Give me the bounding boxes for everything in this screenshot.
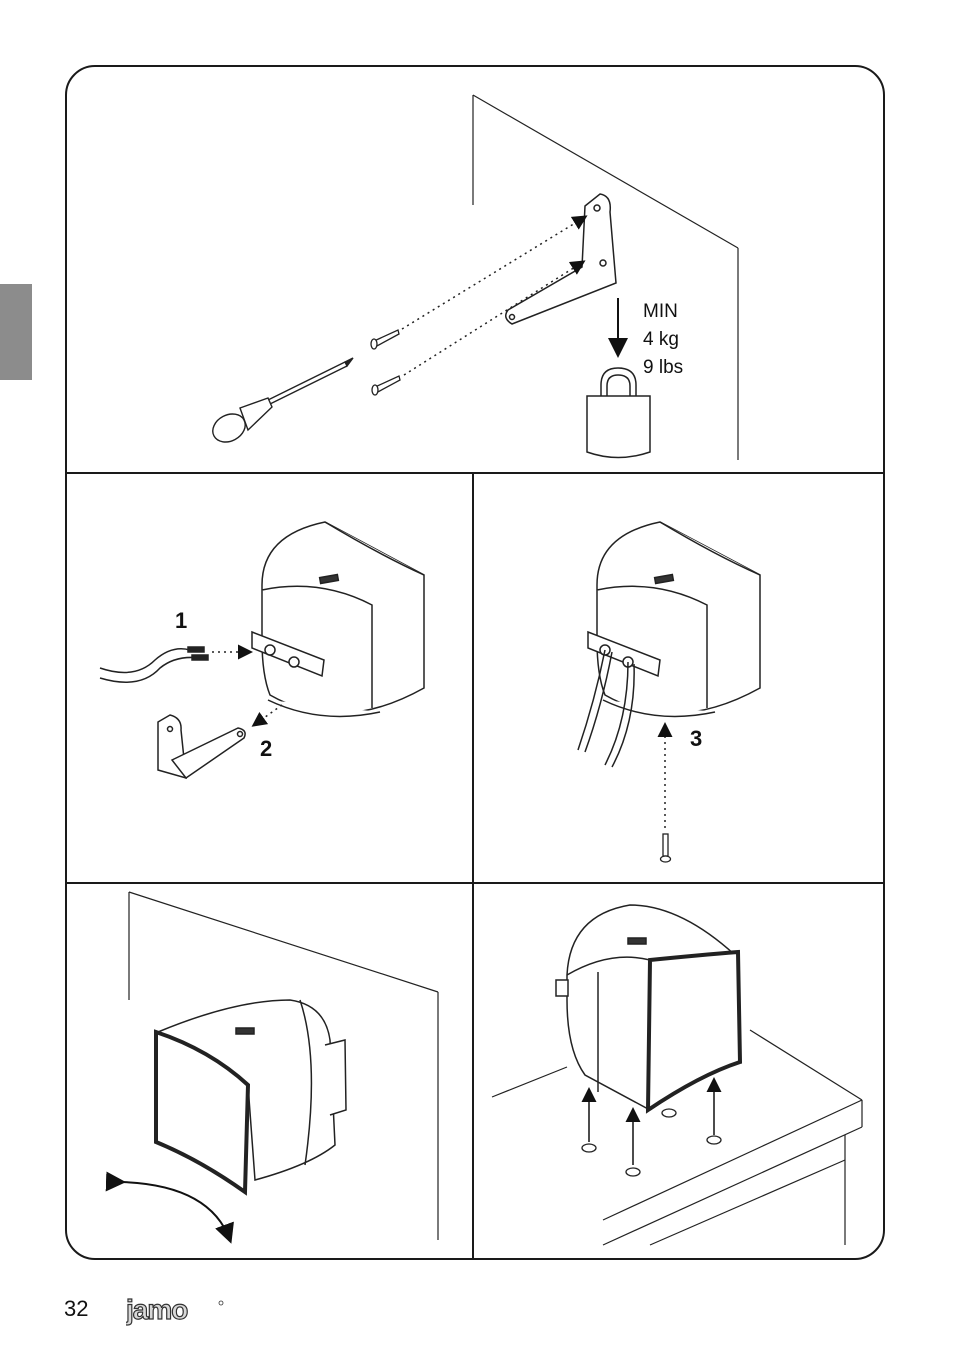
screw-icon: [661, 834, 671, 862]
screwdriver-icon: [208, 358, 353, 447]
weight-label-line: MIN: [643, 298, 683, 326]
speaker-cable: [100, 647, 208, 682]
tilt-arrow: [122, 1182, 230, 1240]
bracket-icon: [158, 715, 245, 778]
min-weight-label: MIN 4 kg 9 lbs: [643, 298, 683, 382]
rubber-feet-icon: [582, 1109, 721, 1176]
padlock-icon: [587, 368, 650, 458]
step-number-2: 2: [260, 736, 272, 762]
step-number-1: 1: [175, 608, 187, 634]
speaker-body: [262, 522, 424, 716]
speaker-body: [597, 522, 760, 716]
step-number-3: 3: [690, 726, 702, 752]
svg-text:jamo: jamo: [126, 1294, 188, 1325]
weight-label-line: 4 kg: [643, 326, 683, 354]
jamo-logo: jamo: [126, 1293, 226, 1327]
speaker-body: [556, 905, 740, 1110]
speaker-body: [156, 1000, 346, 1192]
weight-label-line: 9 lbs: [643, 354, 683, 382]
bracket-icon: [506, 194, 616, 324]
page-number: 32: [64, 1296, 88, 1322]
screw-icon: [371, 330, 400, 395]
